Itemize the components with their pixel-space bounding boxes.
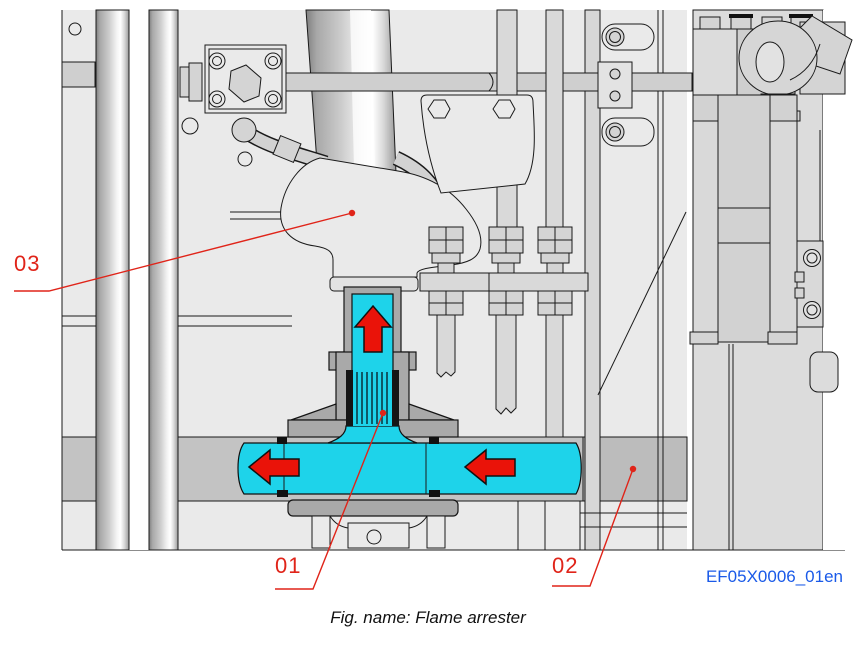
cylinder-assembly — [689, 9, 856, 551]
flow-arrow-left-2 — [463, 448, 516, 486]
flow-path — [237, 293, 582, 497]
frame-structure — [517, 9, 687, 551]
hose-banjo-bolt — [231, 117, 257, 143]
figure-caption: Fig. name: Flame arrester — [330, 608, 526, 627]
callout-leader-lines — [14, 209, 637, 590]
mounting-bracket — [311, 515, 446, 549]
tube-fitting — [428, 226, 573, 274]
manifold-bar — [419, 272, 589, 292]
callout-label-02: 02 — [552, 553, 579, 578]
callout-label-01: 01 — [275, 553, 302, 578]
flow-arrow-up — [353, 304, 393, 353]
pipe-stub — [61, 61, 96, 88]
flow-arrow-left-1 — [247, 448, 300, 486]
tube-manifold — [419, 226, 589, 438]
drawing-code: EF05X0006_01en — [705, 567, 843, 586]
flame-arrester-element — [346, 370, 399, 426]
bracket-plate — [420, 94, 535, 194]
center-hex-nut — [228, 64, 262, 103]
left-vertical-pipes — [61, 9, 179, 551]
pipe-seals — [277, 437, 440, 497]
callout-label-03: 03 — [14, 251, 41, 276]
bolted-flange-plate — [179, 44, 287, 114]
flange-bolt — [208, 52, 282, 108]
lug-bracket — [597, 23, 655, 147]
